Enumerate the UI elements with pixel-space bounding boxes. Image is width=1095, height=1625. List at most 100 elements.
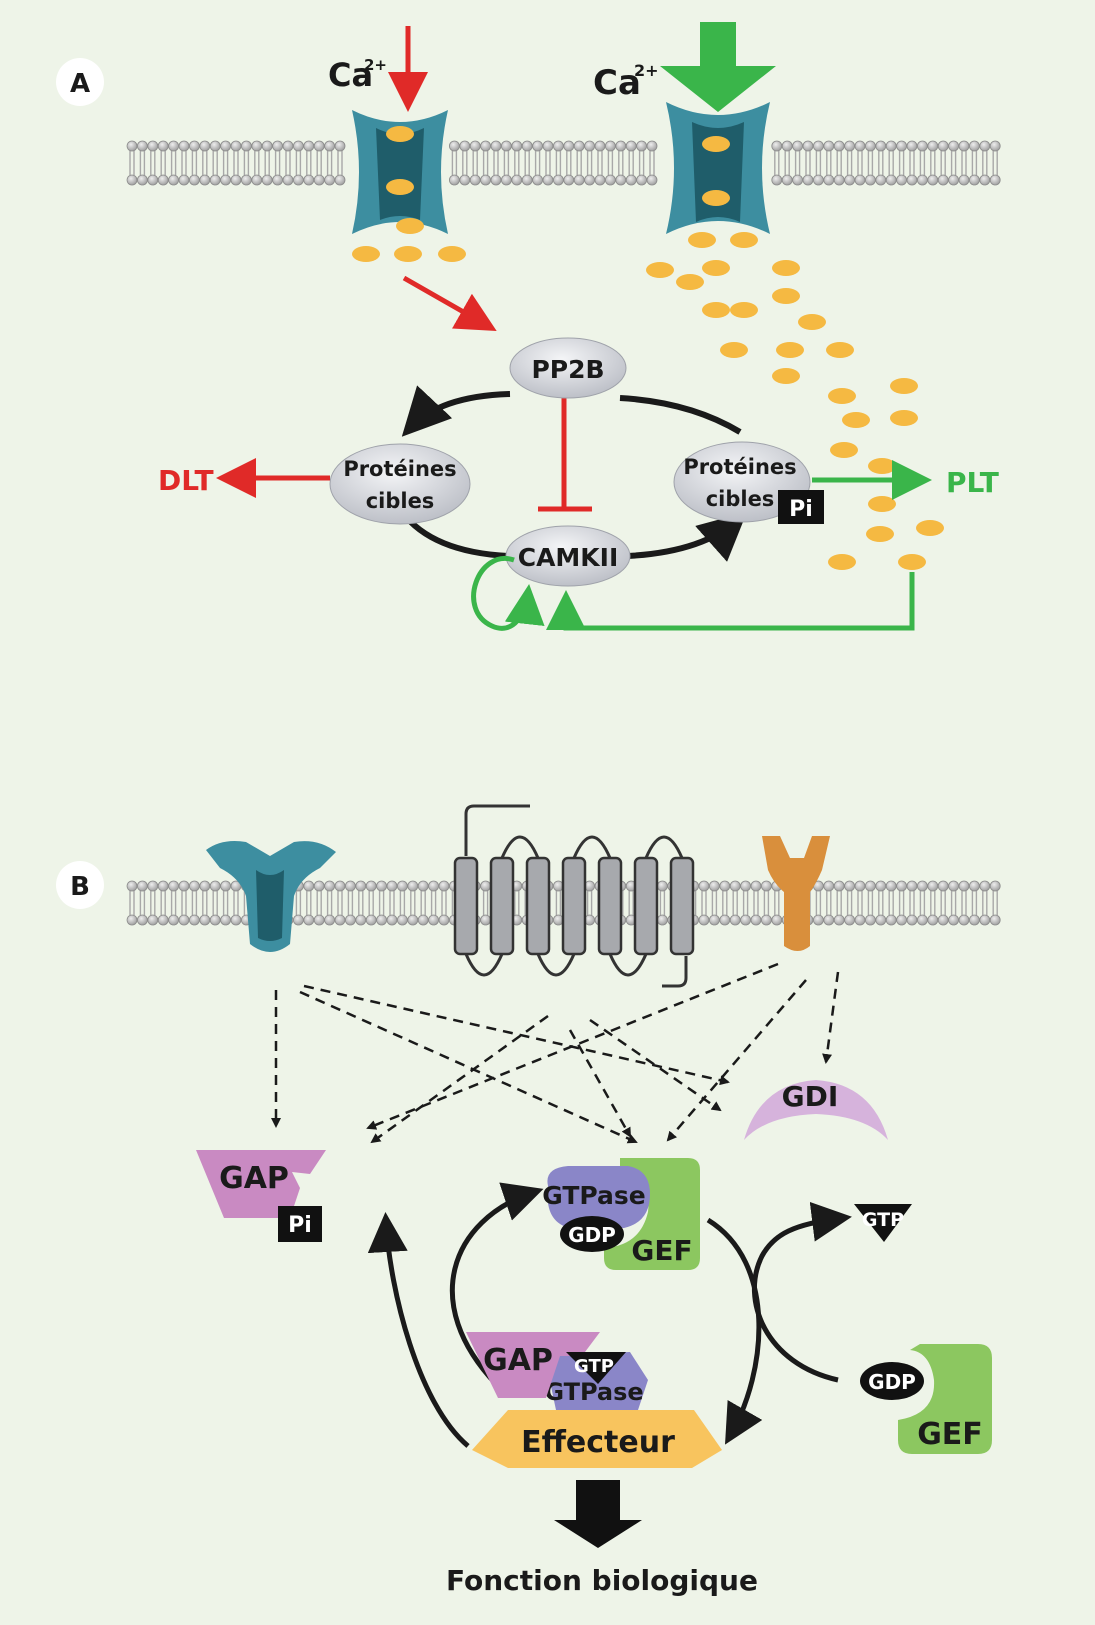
lipid-head [136, 880, 148, 892]
lipid-head [563, 140, 575, 152]
lipid-head [240, 140, 252, 152]
calcium-ion [646, 262, 674, 278]
lipid-head [906, 880, 918, 892]
lipid-head [844, 880, 855, 892]
lipid-head [917, 174, 928, 186]
lipid-head [303, 880, 315, 892]
lipid-head [989, 140, 1001, 152]
cycle-arrow-to-gtpase [449, 1182, 544, 1386]
lipid-head [292, 174, 304, 186]
lipid-head [313, 174, 325, 186]
large-calcium-influx-arrow [660, 22, 776, 112]
camkii-label: CAMKII [518, 543, 619, 572]
lipid-head [386, 914, 398, 926]
gap-top-node: GAP Pi [196, 1150, 326, 1242]
lipid-head [136, 174, 148, 186]
calcium-ion [898, 554, 926, 570]
lipid-head [542, 174, 554, 186]
lipid-head [885, 880, 897, 892]
calcium-ion [798, 314, 826, 330]
lipid-head [709, 914, 720, 926]
lipid-head [334, 880, 346, 892]
lipid-head [386, 880, 398, 892]
lipid-head [792, 174, 803, 186]
lipid-head [188, 880, 200, 892]
lipid-head [885, 914, 897, 926]
panel-b: B GDI [56, 804, 1001, 1597]
lipid-head [605, 140, 616, 152]
lipid-head [168, 174, 180, 186]
lipid-head [126, 174, 138, 186]
gtp-right-label: GTP [862, 1209, 904, 1231]
lipid-head [313, 880, 325, 892]
target-left-line1: Protéines [343, 457, 456, 481]
lipid-head [958, 880, 970, 892]
lipid-head [188, 914, 200, 926]
lipid-head [833, 174, 845, 186]
lipid-head [989, 174, 1001, 186]
lipid-head [126, 140, 138, 152]
lipid-head [303, 174, 315, 186]
signaling-arrows [271, 962, 840, 1144]
lipid-head [344, 880, 356, 892]
lipid-head [969, 174, 980, 186]
calcium-feedback-arrow [546, 572, 915, 631]
lipid-head [823, 914, 835, 926]
calcium-ion [866, 526, 894, 542]
calcium-ion [776, 342, 804, 358]
lipid-head [875, 880, 887, 892]
lipid-head [303, 914, 315, 926]
lipid-head [948, 140, 959, 152]
target-right-line2: cibles [706, 487, 775, 511]
lipid-head [823, 880, 835, 892]
lipid-head [906, 140, 918, 152]
lipid-head [657, 914, 668, 926]
lipid-head [438, 880, 450, 892]
pp2b-label: PP2B [531, 355, 604, 384]
lipid-head [761, 914, 772, 926]
lipid-head [605, 174, 616, 186]
lipid-head [937, 174, 949, 186]
lipid-head [927, 880, 939, 892]
panel-a: A Ca 2+ Ca 2+ [56, 22, 1001, 631]
panel-label-badge [56, 861, 104, 909]
lipid-head [178, 914, 190, 926]
dlt-label: DLT [158, 464, 214, 497]
lipid-head [480, 914, 492, 926]
lipid-head [199, 174, 211, 186]
target-proteins-left: Protéines cibles [329, 443, 471, 525]
lipid-head [147, 880, 159, 892]
lipid-head [157, 174, 169, 186]
lipid-head [927, 140, 939, 152]
lipid-head [199, 914, 211, 926]
lipid-head [292, 140, 304, 152]
lipid-head [885, 140, 897, 152]
calcium-ion [772, 368, 800, 384]
lipid-head [199, 880, 211, 892]
calcium-ion [730, 232, 758, 248]
lipid-head [178, 140, 190, 152]
pp2b-node: PP2B [509, 337, 627, 399]
lipid-head [813, 174, 824, 186]
lipid-head [709, 880, 720, 892]
lipid-head [927, 914, 939, 926]
gtp-exchange-arrow [751, 1201, 852, 1383]
lipid-head [428, 914, 440, 926]
phosphate-label: Pi [789, 497, 813, 522]
transmembrane-helix [489, 856, 515, 956]
lipid-head [823, 174, 835, 186]
calcium-channel-left [352, 110, 448, 234]
gef-top-label: GEF [631, 1234, 692, 1267]
effecteur-label: Effecteur [521, 1425, 675, 1460]
lipid-head [469, 140, 481, 152]
lipid-head [927, 174, 939, 186]
lipid-head [948, 174, 959, 186]
calcium-ion [842, 412, 870, 428]
lipid-head [282, 174, 294, 186]
lipid-head [636, 174, 647, 186]
lipid-head [615, 140, 627, 152]
gef-top-node: GEF [604, 1158, 700, 1270]
lipid-head [365, 914, 377, 926]
calcium-ion [830, 442, 858, 458]
calcium-channel-right [666, 102, 770, 234]
